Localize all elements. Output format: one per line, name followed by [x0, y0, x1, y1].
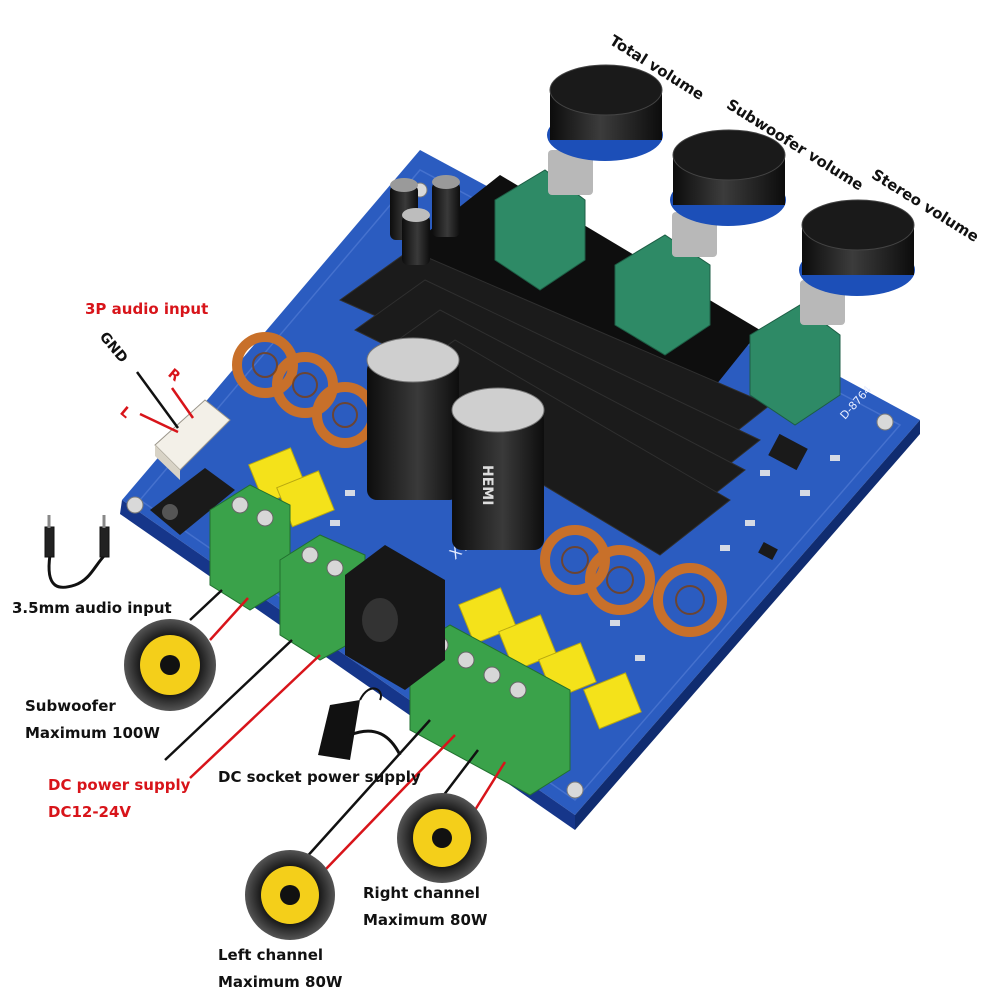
left-channel-label: Left channel [218, 946, 324, 964]
subwoofer-speaker-icon [124, 619, 216, 711]
screw-terminals [209, 484, 571, 796]
dc-socket-label: DC socket power supply [218, 768, 421, 786]
power-adapter-icon [318, 687, 402, 760]
left-speaker-icon [245, 850, 335, 940]
leader-lines [135, 371, 507, 871]
three-pin-connector [154, 399, 231, 480]
dc-socket [345, 545, 445, 690]
capacitor-brand-label: HEMI [479, 465, 495, 505]
subwoofer-max-label: Maximum 100W [25, 724, 160, 742]
audio-input-3p-label: 3P audio input [85, 300, 209, 318]
left-max-label: Maximum 80W [218, 973, 343, 991]
stereo-volume-knob [749, 199, 915, 426]
right-speaker-icon [397, 793, 487, 883]
film-capacitors [248, 447, 642, 730]
subwoofer-volume-knob [614, 129, 786, 356]
small-capacitors [390, 175, 460, 265]
heatsink [338, 175, 771, 556]
large-capacitors: HEMI [366, 337, 545, 550]
total-volume-knob [494, 64, 663, 291]
dc-range-label: DC12-24V [48, 803, 132, 821]
dc-power-label: DC power supply [48, 776, 191, 794]
subwoofer-label: Subwoofer [25, 697, 116, 715]
volume-pots [494, 64, 915, 426]
audio-cable-icon [44, 515, 110, 589]
audio-jack-35mm [150, 468, 235, 535]
right-channel-label: Right channel [363, 884, 480, 902]
inductors [232, 332, 727, 637]
audio-input-35-label: 3.5mm audio input [12, 599, 172, 617]
right-max-label: Maximum 80W [363, 911, 488, 929]
